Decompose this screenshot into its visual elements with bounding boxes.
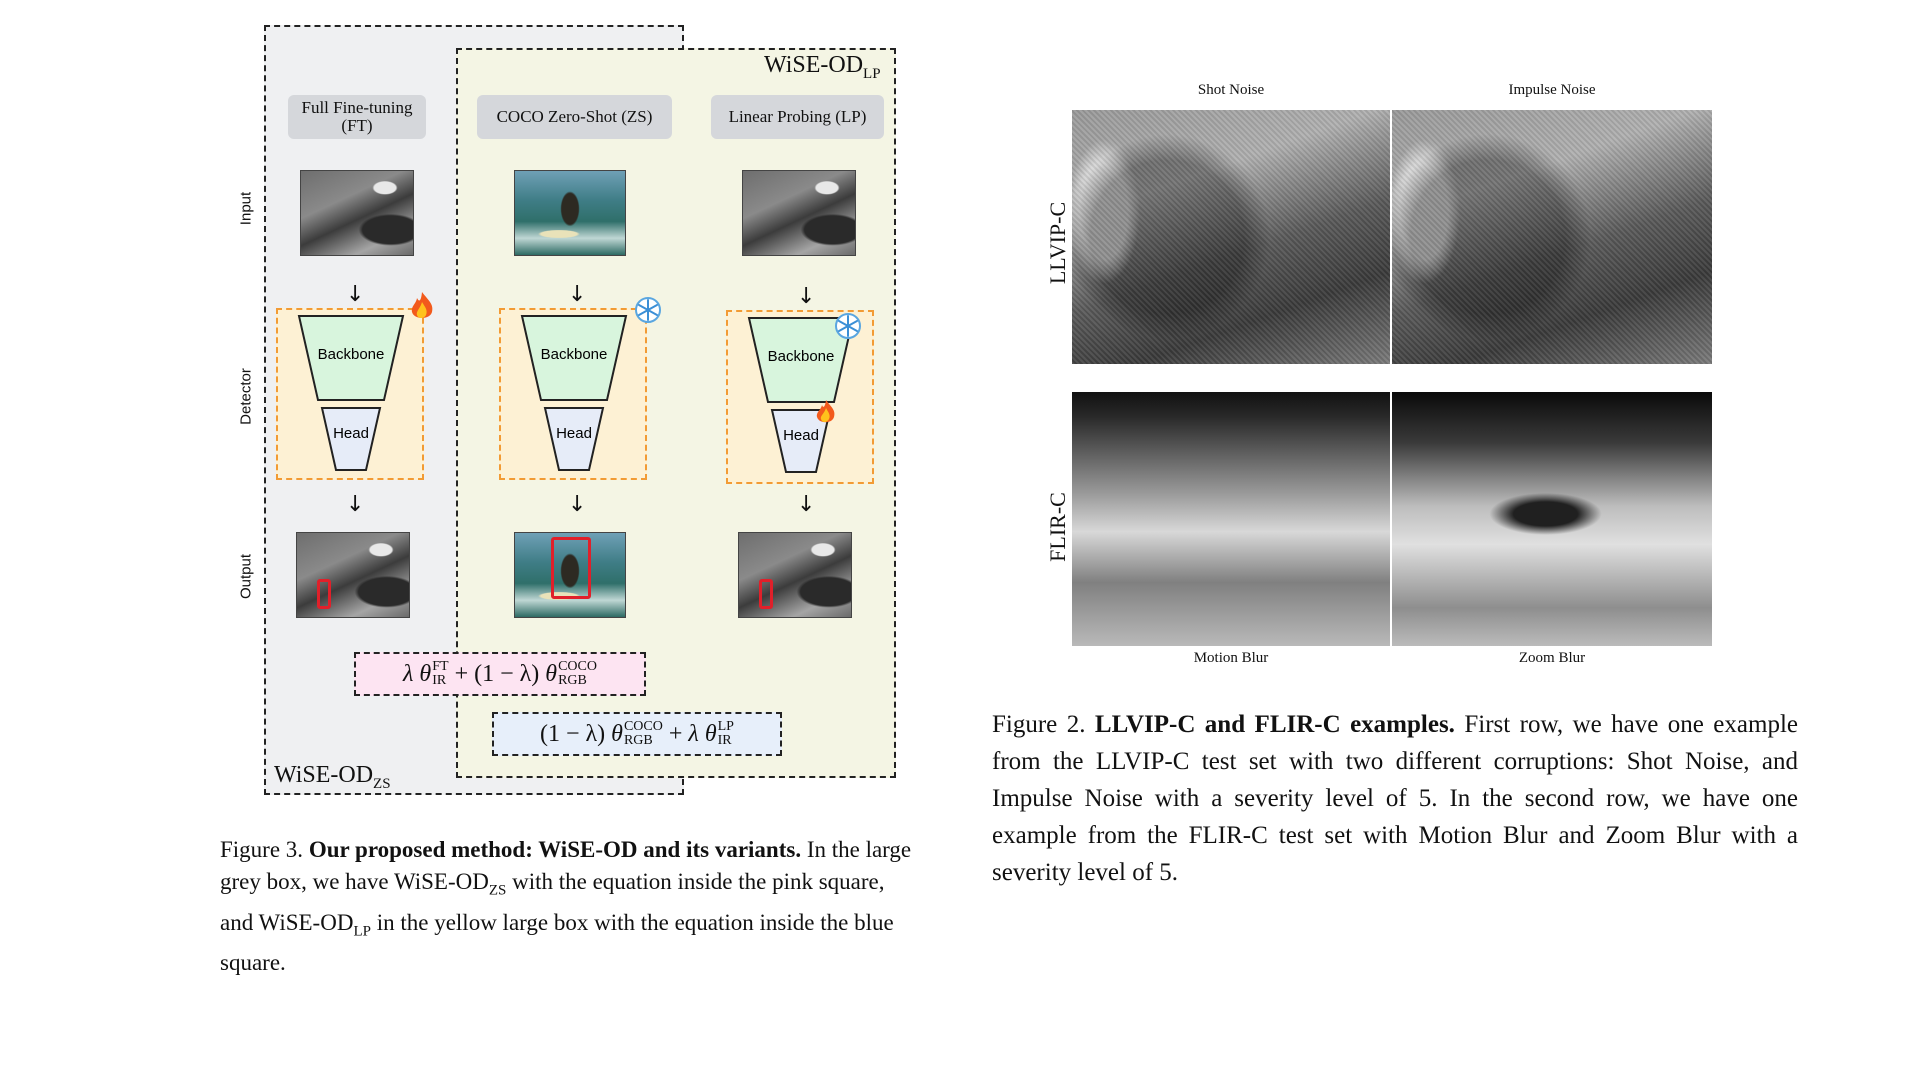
head-block — [543, 407, 605, 471]
figure-2-caption: Figure 2. LLVIP-C and FLIR-C examples. F… — [992, 706, 1798, 891]
row-label-flir-c: FLIR-C — [1045, 492, 1070, 562]
output-image-lp — [738, 532, 852, 618]
wise-od-lp-label-sub: LP — [863, 66, 881, 82]
label-shot-noise: Shot Noise — [1197, 82, 1265, 98]
image-motion-blur — [1072, 392, 1390, 646]
caption-prefix: Figure 2. — [992, 711, 1095, 738]
caption-prefix: Figure 3. — [220, 837, 309, 862]
column-label-zs: COCO Zero-Shot (ZS) — [477, 95, 672, 139]
backbone-label: Backbone — [768, 348, 835, 365]
arrow-down-icon: ↓ — [346, 492, 365, 517]
row-label-output: Output — [237, 553, 255, 600]
wise-od-zs-label: WiSE-ODZS — [274, 762, 391, 792]
head-block — [320, 407, 382, 471]
caption-text: First row, we have one example from the … — [992, 711, 1798, 886]
detector-network-zs: Backbone Head — [520, 315, 628, 471]
snowflake-icon — [635, 297, 661, 323]
snowflake-icon — [835, 313, 861, 339]
backbone-block — [297, 315, 405, 401]
fire-icon — [411, 292, 433, 318]
backbone-label: Backbone — [541, 346, 608, 363]
wise-od-lp-label-main: WiSE-OD — [764, 52, 864, 78]
eq-sup-ft: FT — [432, 659, 449, 674]
eq-sub-rgb: RGB — [623, 733, 653, 748]
image-shot-noise — [1072, 110, 1390, 364]
head-block — [770, 409, 832, 473]
row-label-input: Input — [237, 191, 255, 226]
backbone-block — [520, 315, 628, 401]
arrow-down-icon: ↓ — [568, 492, 587, 517]
eq-theta: θ — [611, 720, 623, 747]
eq-lambda: λ — [403, 660, 414, 687]
caption-text: with the equation inside the pink square… — [220, 869, 885, 935]
arrow-down-icon: ↓ — [797, 284, 816, 309]
wise-od-zs-label-sub: ZS — [373, 776, 391, 792]
eq-lambda: λ — [688, 720, 699, 747]
eq-sup-coco: COCO — [623, 719, 663, 734]
eq-sub-rgb: RGB — [558, 673, 587, 688]
eq-plus: + — [668, 720, 683, 747]
caption-bold: LLVIP-C and FLIR-C examples. — [1094, 711, 1455, 738]
caption-sub: ZS — [488, 882, 507, 899]
image-zoom-blur — [1392, 392, 1712, 646]
wise-od-zs-label-main: WiSE-OD — [274, 762, 374, 788]
head-label: Head — [556, 425, 592, 442]
backbone-label: Backbone — [318, 346, 385, 363]
eq-one-minus-lambda: (1 − λ) — [474, 660, 540, 687]
row-label-llvip-c: LLVIP-C — [1045, 201, 1070, 285]
caption-text: In the large grey box, we have WiSE-OD — [220, 837, 912, 894]
eq-plus: + — [454, 660, 469, 687]
eq-sup-coco: COCO — [558, 659, 597, 674]
eq-theta: θ — [419, 660, 432, 687]
head-label: Head — [333, 425, 369, 442]
eq-one-minus-lambda: (1 − λ) — [540, 720, 606, 747]
backbone-block — [747, 317, 855, 403]
figure-3-caption: Figure 3. Our proposed method: WiSE-OD a… — [220, 834, 920, 979]
image-impulse-noise — [1392, 110, 1712, 364]
eq-theta: θ — [545, 660, 558, 687]
input-image-ft — [300, 170, 414, 256]
eq-sup-lp: LP — [717, 719, 734, 734]
label-motion-blur: Motion Blur — [1193, 650, 1269, 666]
head-label: Head — [783, 427, 819, 444]
wise-od-lp-label: WiSE-ODLP — [764, 52, 881, 82]
eq-theta: θ — [704, 720, 717, 747]
arrow-down-icon: ↓ — [568, 282, 587, 307]
eq-sub-ir: IR — [432, 673, 447, 688]
fire-icon — [816, 400, 835, 423]
column-label-lp: Linear Probing (LP) — [711, 95, 884, 139]
input-image-zs — [514, 170, 626, 256]
caption-bold: Our proposed method: WiSE-OD and its var… — [308, 837, 802, 862]
row-label-detector: Detector — [237, 368, 255, 425]
detection-box — [759, 579, 773, 609]
detector-network-ft: Backbone Head — [297, 315, 405, 471]
detection-box — [317, 579, 331, 609]
label-zoom-blur: Zoom Blur — [1518, 650, 1586, 666]
output-image-zs — [514, 532, 626, 618]
output-image-ft — [296, 532, 410, 618]
detector-network-lp: Backbone Head — [747, 317, 855, 473]
arrow-down-icon: ↓ — [346, 282, 365, 307]
label-impulse-noise: Impulse Noise — [1508, 82, 1596, 98]
caption-sub: LP — [353, 923, 371, 940]
figure-3: WiSE-ODLP WiSE-ODZS Input Detector Outpu… — [0, 0, 960, 820]
detection-box — [551, 537, 591, 599]
caption-text: in the yellow large box with the equatio… — [220, 909, 894, 976]
input-image-lp — [742, 170, 856, 256]
eq-sub-ir: IR — [717, 733, 732, 748]
column-label-ft: Full Fine-tuning (FT) — [288, 95, 426, 139]
arrow-down-icon: ↓ — [797, 492, 816, 517]
